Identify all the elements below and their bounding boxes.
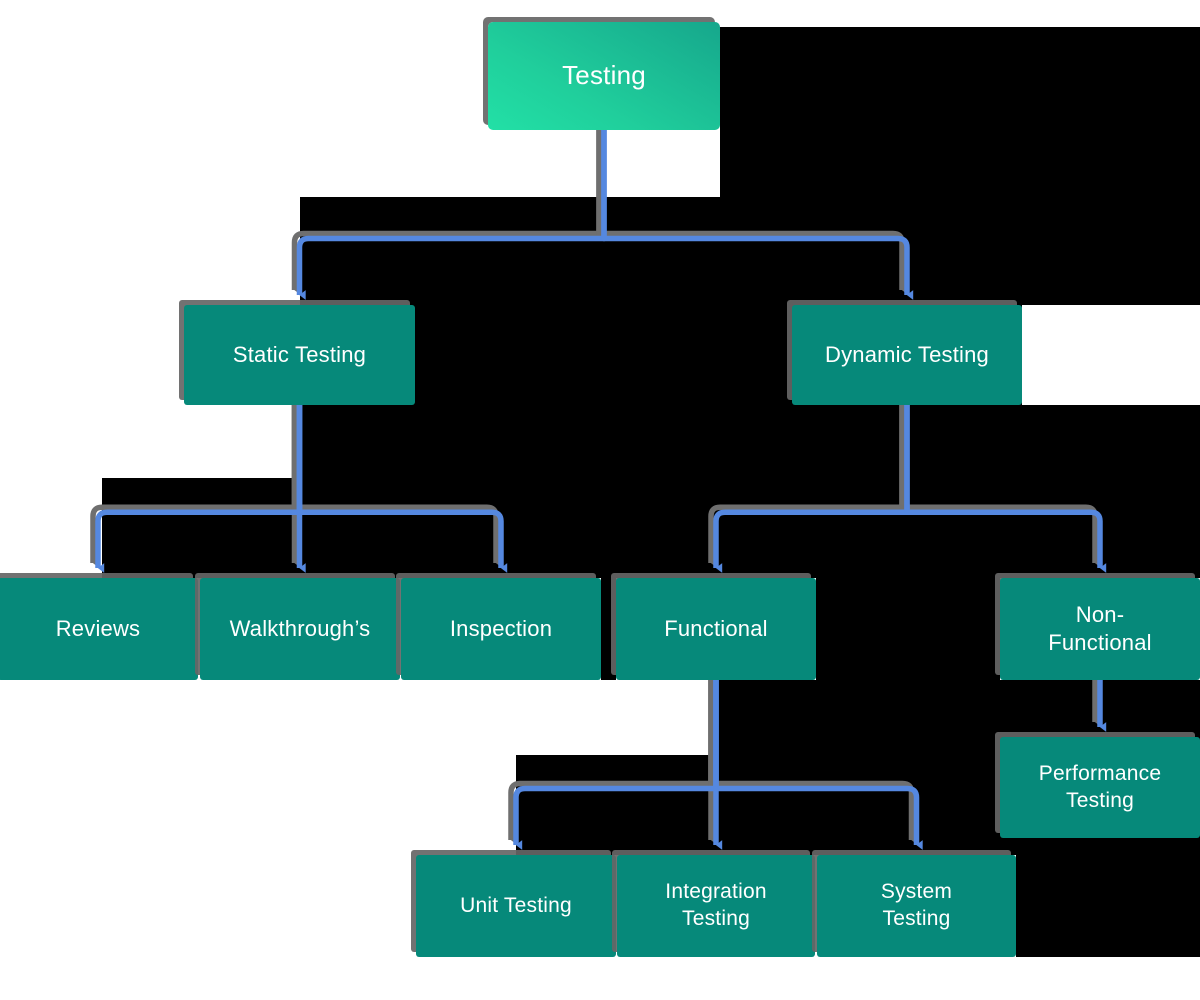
background-block-light — [1022, 305, 1200, 405]
node-functional[interactable]: Functional — [616, 578, 816, 680]
node-reviews[interactable]: Reviews — [0, 578, 198, 680]
node-label: Unit Testing — [460, 893, 572, 917]
node-unit[interactable]: Unit Testing — [416, 855, 616, 957]
node-label: Testing — [562, 60, 646, 91]
node-label: Dynamic Testing — [825, 341, 989, 367]
node-label: Inspection — [449, 615, 553, 641]
node-dynamic[interactable]: Dynamic Testing — [792, 305, 1022, 405]
node-label: Reviews — [55, 615, 141, 641]
background-block — [1016, 855, 1200, 957]
node-testing[interactable]: Testing — [488, 22, 720, 130]
background-block — [601, 578, 616, 680]
node-inspection[interactable]: Inspection — [401, 578, 601, 680]
node-label: Functional — [664, 615, 768, 641]
node-nonfunc[interactable]: Non-Functional — [1000, 578, 1200, 680]
background-block — [102, 478, 1200, 578]
node-walkthrough[interactable]: Walkthrough’s — [200, 578, 400, 680]
node-static[interactable]: Static Testing — [184, 305, 415, 405]
node-label: Walkthrough’s — [229, 615, 371, 641]
node-label: Static Testing — [232, 341, 367, 367]
background-block — [816, 578, 1000, 680]
node-label: Non-Functional — [1048, 601, 1152, 655]
